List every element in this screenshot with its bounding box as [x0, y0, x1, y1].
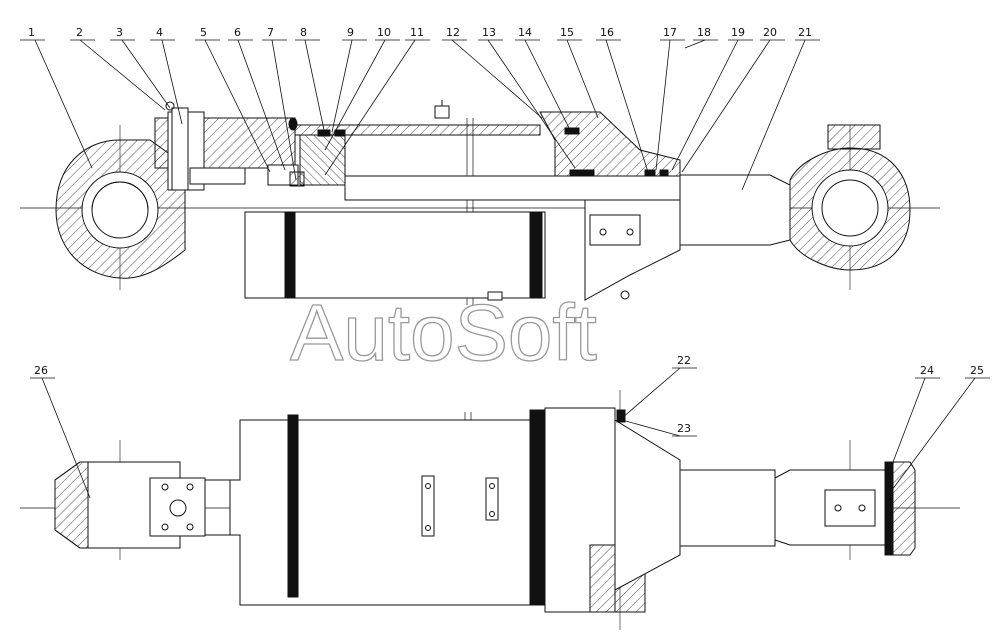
callout-18: 18: [697, 26, 711, 39]
callout-12: 12: [446, 26, 460, 39]
callout-14: 14: [518, 26, 532, 39]
top-callout-labels: 1 2 3 4 5 6 7 8 9 10 11 12 13 14 15 16 1…: [28, 26, 812, 39]
callout-9: 9: [347, 26, 354, 39]
callout-24: 24: [920, 364, 934, 377]
top-section-view: [20, 100, 940, 305]
callout-3: 3: [116, 26, 123, 39]
callout-20: 20: [763, 26, 777, 39]
callout-15: 15: [560, 26, 574, 39]
barrel-wall: [294, 124, 541, 136]
callout-4: 4: [156, 26, 163, 39]
bottom-leaders: [30, 367, 990, 499]
watermark: AutoSoft: [290, 288, 597, 377]
piston: [299, 134, 346, 186]
callout-13: 13: [482, 26, 496, 39]
top-leaders: [20, 39, 820, 191]
callout-1: 1: [28, 26, 35, 39]
callout-7: 7: [267, 26, 274, 39]
bottom-callout-labels: 26 22 23 24 25: [34, 354, 984, 435]
callout-10: 10: [377, 26, 391, 39]
callout-17: 17: [663, 26, 677, 39]
callout-23: 23: [677, 422, 691, 435]
callout-21: 21: [798, 26, 812, 39]
callout-16: 16: [600, 26, 614, 39]
callout-22: 22: [677, 354, 691, 367]
callout-19: 19: [731, 26, 745, 39]
callout-8: 8: [300, 26, 307, 39]
callout-11: 11: [410, 26, 424, 39]
callout-5: 5: [200, 26, 207, 39]
bottom-exterior-view: [20, 390, 960, 630]
callout-6: 6: [234, 26, 241, 39]
piston-rod-exterior: [679, 469, 776, 547]
callout-26: 26: [34, 364, 48, 377]
callout-25: 25: [970, 364, 984, 377]
callout-2: 2: [76, 26, 83, 39]
